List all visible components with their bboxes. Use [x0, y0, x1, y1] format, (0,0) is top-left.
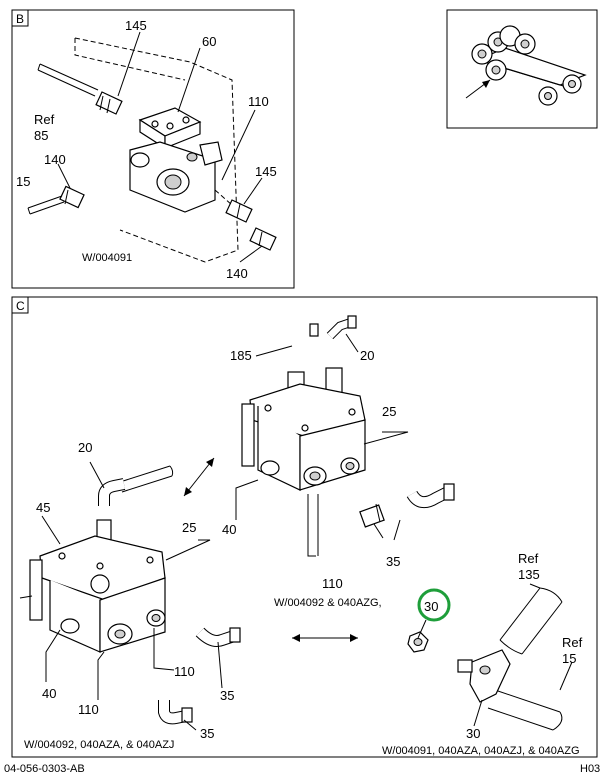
fitting-140-left: [59, 185, 85, 209]
callout-ref-15: Ref: [562, 635, 583, 650]
callout-110-upper: 110: [322, 576, 343, 591]
callout-25-lower: 25: [182, 520, 196, 535]
leader-110-upper: [307, 494, 319, 557]
callout-15: 15: [16, 174, 30, 189]
callout-135: 135: [518, 567, 540, 582]
fitting-35-upper-elbow: [406, 483, 455, 509]
valve-upper: [241, 367, 366, 491]
callout-35-upper: 35: [386, 554, 400, 569]
valve-60: [129, 107, 223, 213]
leader-60: [177, 47, 201, 113]
elbow-fitting-20-top: [326, 315, 357, 340]
callout-25-upper: 25: [382, 404, 396, 419]
fitting-145-right: [225, 199, 253, 223]
panel-c-letter-box: [11, 296, 29, 314]
rod-15: [27, 195, 65, 215]
callout-35-lower: 35: [220, 688, 234, 703]
leader-45: [41, 515, 61, 545]
leader-185: [255, 345, 293, 357]
tube-135: [499, 587, 563, 655]
elbow-fitting-185: [289, 323, 319, 350]
callout-15-right: 15: [562, 651, 576, 666]
leader-25-lower: [165, 539, 211, 561]
leader-20-left: [89, 461, 105, 489]
leader-35-upper: [373, 519, 401, 541]
leader-110-side: [153, 628, 175, 671]
leader-135: [529, 583, 541, 589]
callout-60: 60: [202, 34, 216, 49]
leader-40-lower: [45, 629, 61, 682]
panel-c-letter: C: [16, 299, 25, 313]
leader-145a: [117, 31, 141, 97]
double-arrow-lower: [292, 634, 358, 642]
callout-110: 110: [248, 94, 269, 109]
tee-30: [457, 649, 511, 703]
connection-hint: [214, 189, 233, 206]
leader-30-nut: [417, 619, 427, 639]
elbow-fitting-20-left: [98, 478, 126, 506]
mounting-frame-edge: [74, 38, 186, 81]
leader-145b: [243, 177, 263, 205]
panel-c-code-bottom-left: W/004092, 040AZA, & 040AZJ: [24, 739, 174, 751]
locator-frame: [446, 9, 598, 129]
fitting-145-left: [95, 91, 123, 115]
callout-110-side: 110: [174, 664, 195, 679]
nut-30: [407, 631, 429, 653]
callout-20-left: 20: [78, 440, 92, 455]
mounting-frame-outline: [74, 37, 239, 263]
footer-page: H03: [580, 763, 600, 775]
leader-140a: [57, 163, 71, 189]
tube-20-left: [119, 465, 174, 493]
panel-b-letter-box: [11, 9, 29, 27]
locator-arrowhead: [482, 80, 490, 88]
callout-85: 85: [34, 128, 48, 143]
fitting-35-upper-straight: [359, 503, 385, 528]
callout-30-tee: 30: [466, 726, 480, 741]
panel-b-code: W/004091: [82, 252, 132, 264]
fitting-35-bottom-elbow: [158, 700, 193, 725]
panel-c-code-bottom-right: W/004091, 040AZA, 040AZJ, & 040AZG: [382, 745, 580, 757]
locator-inset: [446, 9, 598, 129]
callout-140-left: 140: [44, 152, 66, 167]
panel-c-code-top: W/004092 & 040AZG,: [274, 597, 382, 609]
callout-185: 185: [230, 348, 252, 363]
leader-35-lower: [217, 641, 223, 689]
leader-20-top: [345, 333, 359, 353]
callout-30-nut: 30: [424, 599, 438, 614]
panel-b: B: [11, 9, 295, 289]
leader-30-tee: [473, 699, 483, 727]
callout-35-bottom: 35: [200, 726, 214, 741]
leader-35-bottom: [183, 719, 197, 731]
leader-110-bottom: [97, 651, 105, 700]
leader-40-upper: [235, 479, 259, 520]
panel-c: C: [11, 296, 598, 758]
panel-c-frame: [11, 296, 598, 758]
fitting-140-right: [249, 227, 277, 251]
callout-40-lower: 40: [42, 686, 56, 701]
double-arrow-upper: [183, 457, 215, 497]
callout-145-right: 145: [255, 164, 277, 179]
callout-140-right: 140: [226, 266, 248, 281]
callout-110-bottom: 110: [78, 702, 99, 717]
leader-110: [221, 109, 256, 181]
footer-doc-id: 04-056-0303-AB: [4, 763, 85, 775]
callout-ref: Ref: [34, 112, 55, 127]
callout-40-upper: 40: [222, 522, 236, 537]
highlight-circle-30: [417, 588, 451, 622]
leader-140b: [239, 245, 263, 263]
fitting-35-lower-elbow: [195, 627, 241, 647]
rod-ref-85: [37, 63, 99, 97]
leader-25-upper: [363, 431, 409, 445]
leader-15: [559, 661, 573, 691]
callout-45: 45: [36, 500, 50, 515]
callout-145-left: 145: [125, 18, 147, 33]
tube-15: [487, 689, 563, 731]
valve-lower-left: [19, 519, 166, 653]
callout-ref-135: Ref: [518, 551, 539, 566]
panel-b-letter: B: [16, 12, 24, 26]
panel-b-frame: [11, 9, 295, 289]
callout-20-top: 20: [360, 348, 374, 363]
